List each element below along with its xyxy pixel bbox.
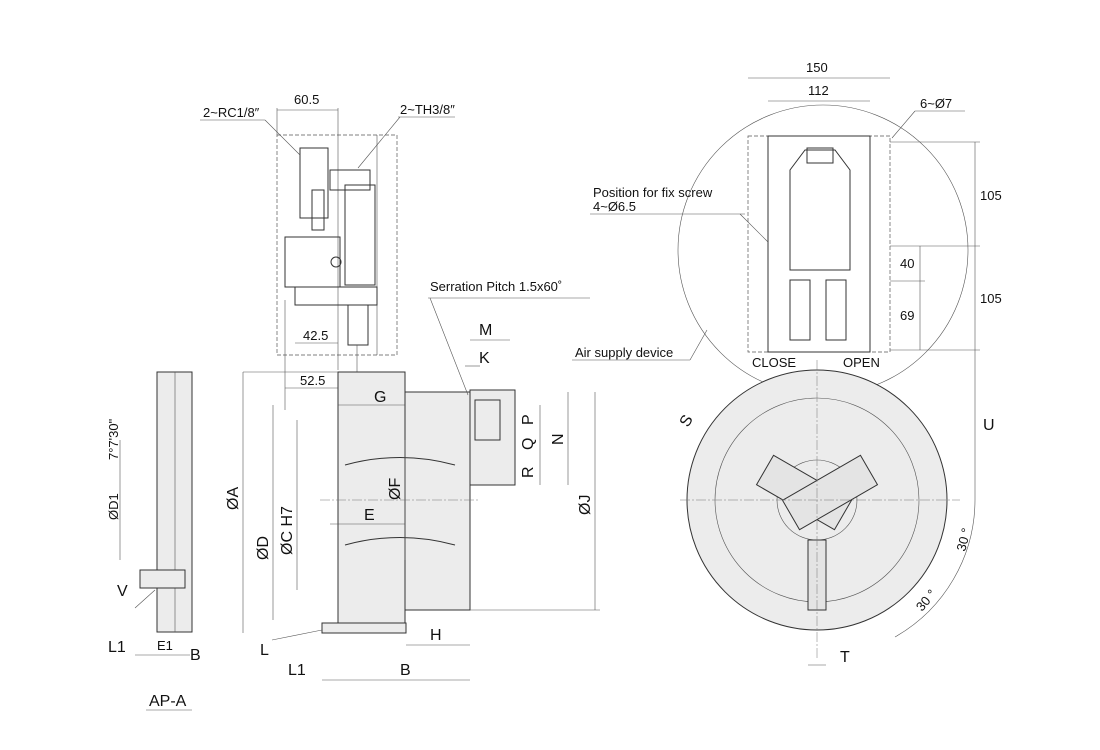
holes-label: 6~Ø7 xyxy=(920,96,952,111)
dim-L1-side: L1 xyxy=(108,639,126,656)
dim-R: R xyxy=(520,466,537,478)
dim-40: 40 xyxy=(900,256,914,271)
chuck-front-view: 150 112 6~Ø7 Position for fix screw 4~Ø6… xyxy=(572,60,1002,666)
air-supply-label: Air supply device xyxy=(575,345,673,360)
dim-60-5: 60.5 xyxy=(294,92,319,107)
dim-69: 69 xyxy=(900,308,914,323)
dim-G: G xyxy=(374,389,386,406)
fix-screw-label: Position for fix screw xyxy=(593,185,713,200)
dim-42-5: 42.5 xyxy=(303,328,328,343)
dim-C: ØC H7 xyxy=(279,506,296,555)
open-label: OPEN xyxy=(843,355,880,370)
close-label: CLOSE xyxy=(752,355,796,370)
dim-112: 112 xyxy=(808,83,829,98)
dim-P: P xyxy=(520,414,537,425)
angle-30a: 30 ° xyxy=(953,526,974,552)
port-th-label: 2~TH3/8″ xyxy=(400,102,455,117)
dim-105a: 105 xyxy=(980,188,1002,203)
dim-F: ØF xyxy=(387,478,404,500)
angle-30b: 30 ° xyxy=(913,586,939,613)
dim-V: V xyxy=(117,583,128,600)
dim-H: H xyxy=(430,627,442,644)
dim-S: S xyxy=(677,412,697,430)
dim-T: T xyxy=(840,649,850,666)
dim-105b: 105 xyxy=(980,291,1002,306)
dim-52-5: 52.5 xyxy=(300,373,325,388)
dim-U: U xyxy=(983,417,995,434)
dim-Q: Q xyxy=(520,438,537,450)
dim-E1: E1 xyxy=(157,638,173,653)
dim-L: L xyxy=(260,642,269,659)
dim-D: ØD xyxy=(255,536,272,560)
dim-150: 150 xyxy=(806,60,828,75)
dim-J: ØJ xyxy=(577,495,594,515)
dim-K: K xyxy=(479,350,490,367)
air-supply-top-view: 60.5 2~RC1/8″ 2~TH3/8″ 42.5 52.5 xyxy=(200,92,455,410)
serration-label: Serration Pitch 1.5x60˚ xyxy=(430,279,562,294)
dim-B-side: B xyxy=(190,647,201,664)
dim-D1: ØD1 xyxy=(106,493,121,520)
dim-B: B xyxy=(400,662,411,679)
port-rc-label: 2~RC1/8″ xyxy=(203,105,260,120)
chuck-section-view: ØA ØD ØC H7 ØF E G ØJ N Q P R M K Serrat… xyxy=(225,279,600,681)
ap-a-side-view: 7°7'30" ØD1 V L1 E1 B AP-A xyxy=(106,371,201,711)
view-caption: AP-A xyxy=(149,693,187,710)
dim-E: E xyxy=(364,507,375,524)
angle-label: 7°7'30" xyxy=(106,418,121,460)
dim-A: ØA xyxy=(225,487,242,510)
dim-N: N xyxy=(550,433,567,445)
fix-screw-holes: 4~Ø6.5 xyxy=(593,199,636,214)
dim-M: M xyxy=(479,322,492,339)
dim-L1: L1 xyxy=(288,662,306,679)
